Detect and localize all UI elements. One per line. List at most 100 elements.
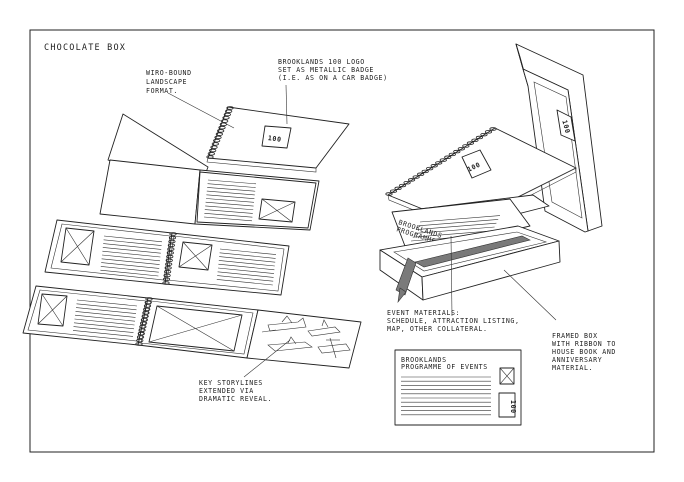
spiral-loop: [394, 186, 402, 191]
text-line: [205, 198, 255, 203]
spiral-loop: [398, 183, 407, 188]
spiral-loop: [218, 125, 226, 130]
annotation-event-materials: EVENT MATERIALS: SCHEDULE, ATTRACTION LI…: [387, 309, 520, 333]
spiral-loop: [448, 152, 456, 157]
text-line: [204, 209, 253, 214]
text-line: [216, 279, 273, 286]
text-line: [203, 216, 253, 222]
spiral-loop: [137, 331, 145, 336]
leader-lines-right: [450, 235, 557, 321]
text-line: [73, 326, 134, 333]
text-line: [205, 205, 254, 211]
text-line: [418, 219, 499, 227]
spiral-loop: [466, 141, 474, 145]
spiral-loop: [217, 129, 225, 133]
spiral-loop: [143, 304, 152, 308]
spiral-loop: [165, 258, 173, 263]
spiral-loop: [145, 297, 153, 301]
spiral-loop: [140, 318, 148, 322]
spiral-loop: [167, 243, 175, 248]
spiral-loop: [417, 172, 425, 176]
text-line: [217, 275, 274, 282]
open-spread-1: [99, 159, 320, 231]
text-line: [416, 222, 497, 230]
svg-text:MAP, OTHER COLLATERAL.: MAP, OTHER COLLATERAL.: [387, 325, 488, 333]
spiral-loop: [462, 144, 470, 148]
box-tray: [379, 225, 561, 304]
spiral-loop: [139, 324, 147, 329]
spiral-loop: [166, 254, 174, 259]
image-placeholder: [60, 227, 95, 266]
metallic-badge-100: 100: [261, 125, 292, 149]
programme-pages: BROOKLANDS PROGRAMME: [391, 194, 550, 255]
svg-text:PROGRAMME OF EVENTS: PROGRAMME OF EVENTS: [401, 363, 488, 371]
open-spread-2: [44, 219, 290, 296]
spiral-loop: [136, 338, 144, 343]
svg-text:FORMAT.: FORMAT.: [146, 87, 178, 95]
spiral-loop: [226, 106, 234, 110]
text-line: [76, 303, 137, 311]
text-line: [100, 269, 159, 277]
programme-of-events-card: BROOKLANDS PROGRAMME OF EVENTS 100: [394, 349, 522, 426]
text-line: [217, 267, 275, 274]
spiral-loop: [439, 158, 447, 162]
svg-text:SCHEDULE, ATTRACTION LISTING,: SCHEDULE, ATTRACTION LISTING,: [387, 317, 520, 325]
spiral-loop: [403, 180, 411, 185]
svg-text:BROOKLANDS: BROOKLANDS: [401, 356, 447, 364]
svg-text:FRAMED BOX: FRAMED BOX: [552, 332, 598, 340]
svg-text:HOUSE BOOK AND: HOUSE BOOK AND: [552, 348, 616, 356]
spiral-loop: [210, 145, 218, 149]
text-line: [102, 250, 161, 258]
sheet-border: [29, 29, 655, 453]
spiral-loop: [408, 178, 416, 182]
text-line: [207, 187, 256, 192]
svg-text:ANNIVERSARY: ANNIVERSARY: [552, 356, 602, 364]
spiral-binding: [385, 127, 497, 196]
aircraft-sketches: [261, 315, 351, 359]
text-line: [103, 235, 163, 243]
text-line: [419, 215, 501, 223]
text-line: [74, 318, 135, 326]
spiral-loop: [144, 300, 152, 305]
spiral-loop: [453, 149, 461, 154]
spiral-loop: [168, 239, 176, 244]
spiral-loop: [167, 247, 175, 251]
text-line: [219, 256, 276, 263]
spiral-loop: [211, 142, 219, 146]
text-line: [102, 247, 161, 254]
lid-badge: 100: [556, 109, 576, 142]
svg-text:LANDSCAPE: LANDSCAPE: [146, 78, 187, 86]
spiral-loop: [223, 112, 231, 117]
spiral-loop: [206, 155, 214, 159]
svg-text:WITH RIBBON TO: WITH RIBBON TO: [552, 340, 616, 348]
spiral-loop: [168, 236, 177, 240]
spiral-loop: [480, 132, 488, 137]
text-line: [74, 314, 136, 322]
text-line: [219, 248, 277, 255]
spiral-loop: [426, 166, 434, 171]
text-line: [217, 271, 274, 278]
annotation-logo: BROOKLANDS 100 LOGO SET AS METALLIC BADG…: [278, 58, 387, 82]
text-line: [207, 179, 257, 185]
svg-text:KEY STORYLINES: KEY STORYLINES: [199, 379, 263, 387]
text-line: [101, 254, 161, 262]
text-line: [75, 311, 136, 318]
book-badge: 100: [461, 149, 492, 179]
text-line: [100, 266, 159, 273]
text-line: [73, 322, 135, 330]
spiral-loop: [207, 152, 215, 156]
text-line: [101, 262, 160, 269]
text-line: [103, 239, 162, 246]
svg-text:DRAMATIC REVEAL.: DRAMATIC REVEAL.: [199, 395, 272, 403]
spiral-loop: [489, 127, 497, 131]
spiral-loop: [141, 314, 149, 319]
svg-text:EVENT MATERIALS:: EVENT MATERIALS:: [387, 309, 460, 317]
text-line: [103, 243, 162, 250]
spiral-loop: [165, 262, 173, 266]
svg-text:SET AS METALLIC BADGE: SET AS METALLIC BADGE: [278, 66, 374, 74]
spiral-loop: [389, 189, 398, 193]
text-line: [218, 260, 275, 267]
svg-text:100: 100: [509, 400, 517, 414]
spiral-loop: [215, 132, 223, 136]
